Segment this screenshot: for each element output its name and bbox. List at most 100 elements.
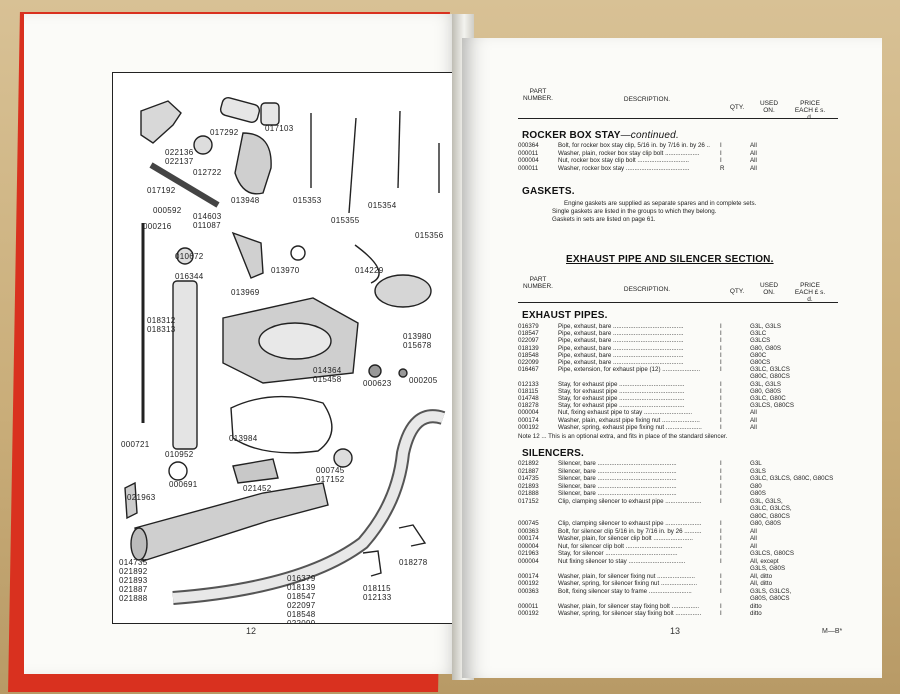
part-number-label: 000745 [316,466,345,475]
cell-qty: I [720,416,722,424]
cell-used: G80S, G80CS [750,595,790,602]
cell-part: 018547 [518,330,539,338]
cell-qty: I [720,423,722,431]
cell-part: 018548 [518,351,539,359]
part-number-label: 017292 [210,128,239,137]
part-number-label: 018547 [287,592,316,601]
cell-desc: Stay, for exhaust pipe .................… [558,387,685,395]
section-title-gaskets: GASKETS. [522,186,575,197]
cell-qty: I [720,482,722,490]
section-title-rocker-box-stay: ROCKER BOX STAY—continued. [522,130,679,141]
rocker-arm-part [140,100,182,144]
gaskets-note-2: Single gaskets are listed in the groups … [552,208,717,215]
page-number-right: 13 [670,626,681,636]
part-number-label: 013980 [403,332,432,341]
part-number-label: 014229 [355,266,384,275]
cell-qty: R [720,164,725,172]
cell-used: G3LCS, G80CS [750,550,795,557]
cell-used: All [750,149,757,157]
cell-part: 000174 [518,416,539,424]
part-number-label: 018115 [363,584,391,593]
cell-desc: Silencer, bare .........................… [558,475,677,482]
cell-qty: I [720,542,722,550]
parts-drawing: 017292 017103 022136 022137 012722 01719… [119,97,446,623]
part-number-label: 000592 [153,206,182,215]
cell-part: 000363 [518,587,539,595]
part-number-label: 015353 [293,196,322,205]
cell-qty: I [720,323,722,330]
cell-part: 016379 [518,323,539,330]
cell-used: G3LC, G3LCS [750,366,790,374]
cell-desc: Bolt, fixing silencer stay to frame ....… [558,587,692,595]
signature-mark: M—B* [822,628,843,635]
cell-qty: I [720,142,722,149]
part-number-label: 012722 [193,168,222,177]
cell-desc: Clip, clamping silencer to exhaust pipe … [558,497,702,505]
cell-qty: I [720,475,722,482]
cell-qty: I [720,409,722,417]
cell-qty: I [720,337,722,345]
cell-qty: I [720,157,722,164]
cell-part: 021893 [518,482,539,490]
section-title-exhaust-pipes: EXHAUST PIPES. [522,310,608,321]
cell-used: ditto [750,602,762,610]
part-number-label: 013948 [231,196,260,205]
cell-used: All, except [750,557,779,565]
col-header-qty-2: QTY. [729,288,745,295]
cell-part: 022099 [518,359,539,366]
part-number-label: 015354 [368,201,397,210]
cell-desc: Washer, plain, rocker box stay clip bolt… [558,149,700,157]
cell-used: G80C, G80CS [750,373,790,381]
cell-part: 000174 [518,535,539,542]
part-number-label: 021452 [243,484,272,493]
cell-used: G80 [750,482,762,490]
cell-desc: Washer, rocker box stay ................… [558,164,690,172]
exhaust-note: Note 12 ... This is an optional extra, a… [518,433,728,440]
part-number-label: 011087 [193,221,221,230]
cell-desc: Nut fixing silencer to stay ............… [558,557,686,565]
cell-used: G3L [750,460,762,467]
cell-desc: Pipe, exhaust, bare ....................… [558,344,684,352]
cell-used: All [750,423,757,431]
cell-used: G80C, G80CS [750,512,790,520]
cell-desc: Bolt, for rocker box stay clip, 5/16 in.… [558,142,711,149]
cell-qty: I [720,557,722,565]
part-number-label: 021887 [119,585,148,594]
cell-used: All, ditto [750,580,773,587]
part-number-label: 010672 [175,252,204,261]
cell-used: G80, G80S [750,344,781,352]
part-number-label: 018139 [287,583,316,592]
section-title-exhaust: EXHAUST PIPE AND SILENCER SECTION. [566,254,774,265]
col-header-description: DESCRIPTION. [623,96,671,103]
part-number-label: 000623 [363,379,392,388]
cell-desc: Silencer, bare .........................… [558,467,677,475]
cell-used: G80, G80S [750,520,781,527]
part-number-label: 018313 [147,325,176,334]
cell-part: 000192 [518,423,539,431]
cell-part: 000004 [518,157,539,164]
cell-part: 018139 [518,344,539,352]
part-number-label: 014364 [313,366,342,375]
cell-used: All [750,142,757,149]
cell-qty: I [720,359,722,366]
cell-part: 000011 [518,164,539,172]
part-number-label: 016344 [175,272,204,281]
part-number-label: 017103 [265,124,294,133]
left-page: 017292 017103 022136 022137 012722 01719… [24,14,464,674]
cell-part: 000011 [518,602,539,610]
cell-part: 021888 [518,490,539,497]
section-title-silencers: SILENCERS. [522,448,585,459]
cell-desc: Washer, spring, exhaust pipe fixing nut … [558,423,702,431]
cell-qty: I [720,572,722,580]
header-rule-2 [518,302,838,303]
col-header-part-number-2: PART NUMBER. [523,276,553,290]
cell-used: All [750,542,757,550]
part-number-label: 000721 [121,440,150,449]
cell-desc: Stay, for exhaust pipe .................… [558,402,685,410]
cell-qty: I [720,402,722,410]
cell-part: 000192 [518,610,539,617]
cell-qty: I [720,351,722,359]
cell-used: All [750,164,757,172]
cell-used: All [750,535,757,542]
